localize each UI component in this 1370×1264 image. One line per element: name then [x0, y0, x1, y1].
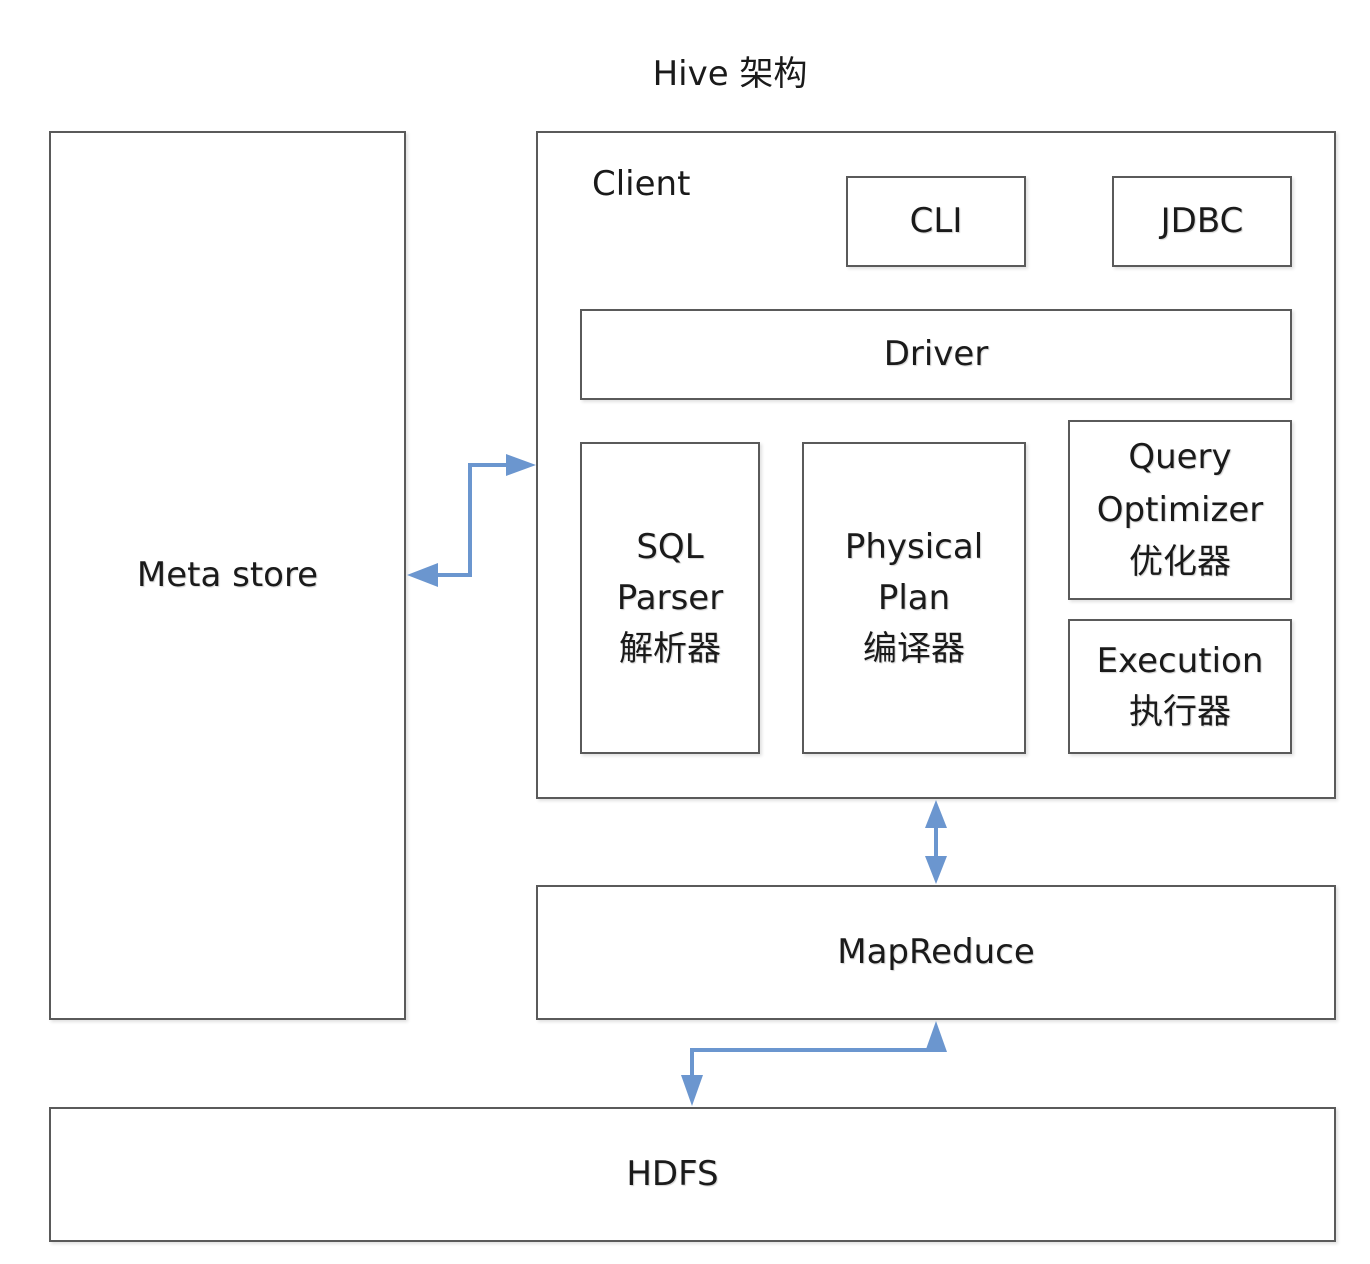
physical-plan-box: Physical Plan 编译器 [802, 442, 1026, 754]
metastore-label: Meta store [136, 555, 319, 595]
arrowhead-to-hdfs [681, 1075, 703, 1106]
physical-plan-label: Physical Plan 编译器 [844, 526, 984, 669]
metastore-box: Meta store [49, 131, 406, 1020]
driver-label: Driver [883, 334, 989, 374]
arrowhead-to-mapreduce-down [925, 856, 947, 884]
metastore-client-connector [432, 463, 508, 577]
diagram-title: Hive 架构 [652, 54, 808, 94]
cli-box: CLI [846, 176, 1026, 267]
hdfs-label: HDFS [626, 1154, 719, 1194]
execution-label: Execution 执行器 [1096, 640, 1264, 732]
query-optimizer-box: Query Optimizer 优化器 [1068, 420, 1292, 600]
driver-box: Driver [580, 309, 1292, 400]
mapreduce-label: MapReduce [837, 932, 1035, 972]
execution-box: Execution 执行器 [1068, 619, 1292, 754]
arrowhead-to-metastore [407, 563, 438, 587]
mapreduce-box: MapReduce [536, 885, 1336, 1020]
cli-label: CLI [909, 201, 963, 241]
mapreduce-hdfs-connector [690, 1048, 936, 1080]
arrowhead-to-mapreduce-up [925, 1021, 947, 1052]
query-optimizer-label: Query Optimizer 优化器 [1096, 436, 1264, 583]
arrowhead-to-client [506, 454, 536, 476]
jdbc-box: JDBC [1112, 176, 1292, 267]
arrowhead-to-client-up [925, 800, 947, 828]
hdfs-box: HDFS [49, 1107, 1336, 1242]
client-label: Client [592, 164, 691, 204]
sql-parser-box: SQL Parser 解析器 [580, 442, 760, 754]
sql-parser-label: SQL Parser 解析器 [616, 526, 724, 669]
jdbc-label: JDBC [1160, 201, 1244, 241]
